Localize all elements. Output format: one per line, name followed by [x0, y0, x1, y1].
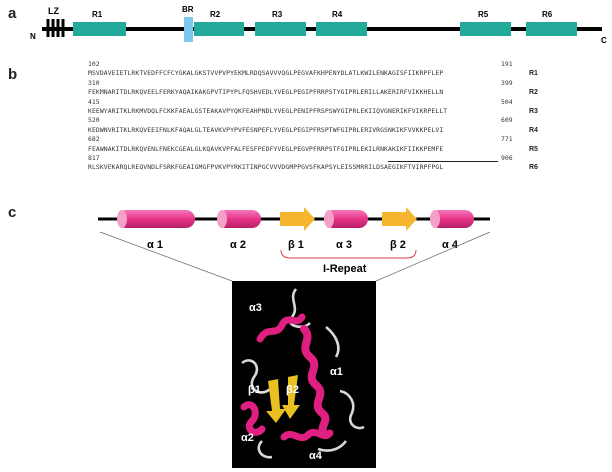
n-terminus: N — [30, 32, 36, 41]
helix-alpha2-cap — [217, 210, 227, 228]
position-row: 415 504 — [88, 98, 588, 107]
label-beta1: β 1 — [288, 239, 304, 251]
sequence-text: KEDWNVRITKLRKQVEEIFNLKFAQALGLTEAVKVPYPVF… — [88, 125, 444, 134]
repeat-r3 — [255, 22, 306, 36]
start-position: 520 — [88, 116, 100, 125]
structure-helix-alpha3 — [256, 313, 306, 343]
coil-loop — [257, 440, 273, 459]
position-row: 102 191 — [88, 60, 588, 69]
repeat-label-r3: R3 — [272, 10, 283, 19]
structure-label-alpha3: α3 — [249, 302, 262, 314]
coil-loop — [339, 389, 365, 430]
start-position: 102 — [88, 60, 100, 68]
br-label: BR — [182, 5, 194, 14]
structure-label-alpha4: α4 — [309, 450, 323, 462]
repeat-label: R3 — [529, 107, 538, 115]
sequence-row: FEAWNAKITDLRKQVENLFNEKCGEALGLKQAVKVPFALF… — [88, 145, 588, 154]
panel-label-a: a — [8, 5, 17, 22]
structure-strand-beta1 — [266, 379, 286, 423]
sequence-text: FEKMNARITDLRKQVEELFERKYAQAIKAKGPVTIPYPLF… — [88, 88, 444, 97]
sequence-row: RLSKVEKARQLREQVNDLFSRKFGEAIGMGFPVKVPYRKI… — [88, 163, 588, 172]
label-alpha1: α 1 — [147, 239, 163, 251]
end-position: 191 — [501, 60, 513, 68]
panel-label-b: b — [8, 66, 18, 83]
repeat-label-r2: R2 — [210, 10, 221, 19]
coil-loop — [317, 440, 348, 452]
underline — [388, 160, 498, 162]
topology-diagram: α 1 α 2 β 1 α 3 β 2 α 4 I-Repeat — [98, 207, 490, 275]
repeat-label-r6: R6 — [542, 10, 553, 19]
sequence-text: KEEWYARITKLRKMVDQLFCKKFAEALGSTEAKAVPYQKF… — [88, 106, 448, 115]
helix-alpha3-cap — [324, 210, 334, 228]
irepeat-label: I-Repeat — [323, 263, 367, 275]
label-alpha2: α 2 — [230, 239, 246, 251]
start-position: 415 — [88, 97, 100, 106]
irepeat-bracket — [280, 249, 417, 259]
repeat-label-r5: R5 — [478, 10, 489, 19]
label-beta2: β 2 — [390, 239, 406, 251]
end-position: 906 — [501, 153, 513, 162]
repeat-label-r4: R4 — [332, 10, 343, 19]
structure-image: α3 α1 β1 β2 α2 α4 — [232, 281, 376, 468]
repeat-label: R1 — [529, 70, 538, 78]
structure-label-alpha2: α2 — [241, 432, 254, 444]
label-alpha3: α 3 — [336, 239, 352, 251]
label-alpha4: α 4 — [442, 239, 459, 251]
zoom-line-left — [99, 231, 233, 282]
panel-label-c: c — [8, 204, 17, 221]
repeat-label: R5 — [529, 145, 538, 153]
strand-beta2 — [382, 207, 417, 231]
c-terminus: C — [601, 36, 607, 45]
helix-alpha4-cap — [430, 210, 440, 228]
sequence-row: KEEWYARITKLRKMVDQLFCKKFAEALGSTEAKAVPYQKF… — [88, 107, 588, 116]
helix-alpha4 — [430, 210, 474, 228]
repeat-r6 — [526, 22, 577, 36]
sequence-text: FEAWNAKITDLRKQVENLFNEKCGEALGLKQAVKVPFALF… — [88, 144, 444, 153]
repeat-r2 — [194, 22, 244, 36]
domain-map: LZ N C BR R1 R2 R3 R4 R5 R6 — [30, 5, 607, 45]
position-row: 817 906 — [88, 154, 588, 163]
helix-alpha3 — [324, 210, 368, 228]
br-domain — [184, 17, 193, 42]
repeat-label: R4 — [529, 126, 538, 134]
end-position: 609 — [501, 116, 513, 125]
sequence-row: FEKMNARITDLRKQVEELFERKYAQAIKAKGPVTIPYPLF… — [88, 88, 588, 97]
repeat-label: R2 — [529, 89, 538, 97]
helix-alpha1 — [117, 210, 195, 228]
end-position: 771 — [501, 135, 513, 144]
repeat-label: R6 — [529, 164, 538, 172]
helix-alpha2 — [217, 210, 261, 228]
repeat-r5 — [460, 22, 511, 36]
sequence-row: MSVDAVEIETLRKTVEDFFCFCYGKALGKSTVVPVPYEKM… — [88, 69, 588, 78]
structure-label-beta2: β2 — [286, 384, 299, 396]
position-row: 520 609 — [88, 116, 588, 125]
repeat-label-r1: R1 — [92, 10, 103, 19]
zoom-line-right — [375, 231, 491, 282]
end-position: 399 — [501, 78, 513, 87]
end-position: 504 — [501, 97, 513, 106]
structure-helix-alpha2 — [240, 401, 266, 436]
structure-helix-alpha4 — [280, 428, 334, 442]
start-position: 817 — [88, 153, 100, 162]
position-row: 682 771 — [88, 135, 588, 144]
structure-label-beta1: β1 — [248, 384, 261, 396]
position-row: 310 399 — [88, 79, 588, 88]
lz-label: LZ — [48, 6, 59, 16]
repeat-r4 — [316, 22, 367, 36]
coil-loop — [241, 359, 273, 394]
strand-beta1 — [280, 207, 315, 231]
start-position: 310 — [88, 78, 100, 87]
repeat-r1 — [73, 22, 126, 36]
structure-label-alpha1: α1 — [330, 366, 343, 378]
structure-strand-beta2 — [282, 375, 300, 419]
sequence-row: KEDWNVRITKLRKQVEEIFNLKFAQALGLTEAVKVPYPVF… — [88, 126, 588, 135]
sequence-alignment: 102 191 MSVDAVEIETLRKTVEDFFCFCYGKALGKSTV… — [88, 60, 588, 173]
start-position: 682 — [88, 135, 100, 144]
structure-helix-alpha1 — [300, 325, 330, 439]
coil-loop — [325, 325, 340, 358]
sequence-text: RLSKVEKARQLREQVNDLFSRKFGEAIGMGFPVKVPYRKI… — [88, 163, 444, 172]
sequence-text: MSVDAVEIETLRKTVEDFFCFCYGKALGKSTVVPVPYEKM… — [88, 69, 444, 78]
helix-alpha1-cap — [117, 210, 127, 228]
